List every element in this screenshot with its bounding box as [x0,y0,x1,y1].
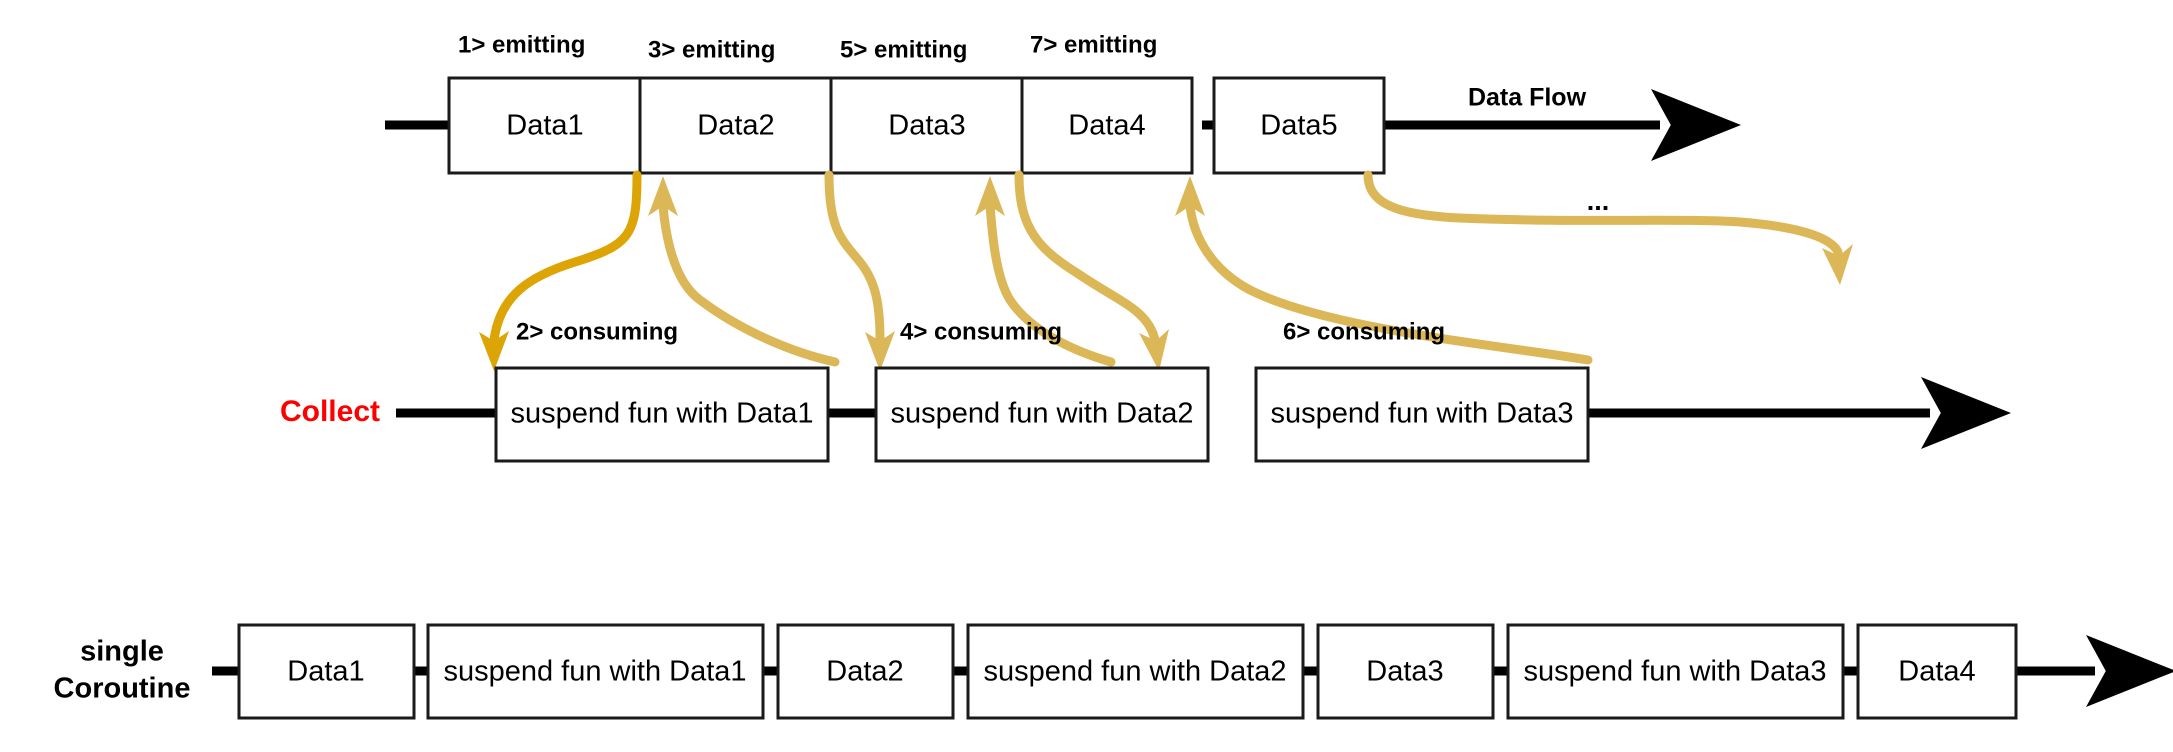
single-coroutine-label-line1: single [80,636,164,668]
single-coroutine-row: single Coroutine Data1 suspend fun with … [54,623,2173,720]
coroutine-box-3[interactable] [776,623,955,720]
coroutine-box-5[interactable] [1316,623,1495,720]
coroutine-box-4-label: suspend fun with Data2 [983,656,1286,688]
step-label-3-emitting: 3> emitting [648,36,775,63]
curve-resume-consume1-to-data2 [658,200,840,367]
coroutine-box-6[interactable] [1506,623,1845,720]
flow-box-data3-label: Data3 [888,110,965,142]
curve-emit-data5-continues [1363,170,1843,257]
curve-emit-data3-to-consume2-head [865,331,895,371]
flow-box-data5-label: Data5 [1260,110,1337,142]
coroutine-box-2[interactable] [426,623,765,720]
coroutine-box-6-label: suspend fun with Data3 [1523,656,1826,688]
step-label-5-emitting: 5> emitting [840,36,967,63]
curve-emit-data5-continues-head [1822,244,1853,285]
collect-box-1-label: suspend fun with Data1 [510,398,813,430]
collect-box-1[interactable] [494,366,830,463]
collect-row-label: Collect [280,395,380,428]
curve-emit-data4-to-consume3 [1014,170,1160,345]
flow-box-data1-label: Data1 [506,110,583,142]
curve-resume-consume1-to-data2-head [648,176,678,216]
ellipsis-label: ... [1587,186,1610,216]
flow-box-data4-label: Data4 [1068,110,1145,142]
step-label-4-consuming: 4> consuming [900,318,1062,345]
coroutine-box-1[interactable] [237,623,416,720]
data-flow-label: Data Flow [1468,84,1587,112]
flow-box-data2-label: Data2 [697,110,774,142]
coroutine-box-1-label: Data1 [287,656,364,688]
collect-box-2[interactable] [874,366,1210,463]
collect-box-3[interactable] [1254,366,1590,463]
flow-box-data1[interactable] [447,76,643,175]
coroutine-box-7-label: Data4 [1898,656,1975,688]
collect-box-2-label: suspend fun with Data2 [890,398,1193,430]
coroutine-box-5-label: Data3 [1366,656,1443,688]
step-label-7-emitting: 7> emitting [1030,31,1157,58]
flow-box-data5[interactable] [1212,76,1386,175]
coroutine-box-4[interactable] [966,623,1305,720]
curve-emit-data1-to-consume1 [489,170,642,345]
curve-emit-data1-to-consume1-head [479,331,509,371]
step-label-6-consuming: 6> consuming [1283,318,1445,345]
coroutine-box-7[interactable] [1856,623,2018,720]
curve-resume-consume2-to-data3 [985,200,1116,367]
curve-resume-consume3-to-data4-head [1175,176,1205,216]
curve-emit-data3-to-consume2 [824,170,885,345]
coroutine-box-2-label: suspend fun with Data1 [443,656,746,688]
emit-consume-curves: ... [479,170,1853,371]
data-flow-row: Data1 Data2 Data3 Data4 Data5 1> emittin… [385,31,1741,175]
curve-resume-consume2-to-data3-head [975,176,1005,216]
collect-box-3-label: suspend fun with Data3 [1270,398,1573,430]
curve-emit-data4-to-consume3-head [1139,329,1169,371]
step-label-2-consuming: 2> consuming [516,318,678,345]
single-coroutine-label-line2: Coroutine [54,673,191,705]
flow-box-data4[interactable] [1020,76,1194,175]
collect-row: Collect suspend fun with Data1 suspend f… [280,318,2011,463]
coroutine-box-3-label: Data2 [826,656,903,688]
step-label-1-emitting: 1> emitting [458,31,585,58]
curve-resume-consume3-to-data4 [1185,200,1593,365]
